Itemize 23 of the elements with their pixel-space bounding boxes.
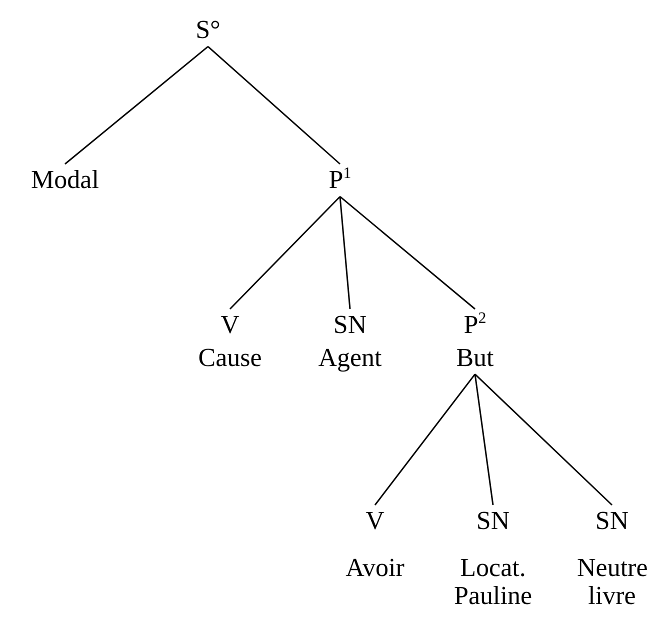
category-label: SN xyxy=(333,311,367,340)
category-label: P$^{1}$ xyxy=(328,166,352,195)
category-label: SN xyxy=(476,507,510,536)
category-label: Modal xyxy=(31,166,99,195)
category-label: P$^{2}$ xyxy=(464,311,486,340)
tree-branch xyxy=(474,374,494,506)
role-label: But xyxy=(456,344,494,372)
tree-branch xyxy=(340,196,476,310)
tree-branch xyxy=(374,374,476,506)
tree-branch xyxy=(339,196,351,310)
tree-branch xyxy=(229,196,341,310)
role-label: Neutre livre xyxy=(577,554,647,611)
tree-branch xyxy=(208,46,340,165)
category-label: V xyxy=(220,311,240,340)
role-label: Agent xyxy=(318,344,382,372)
role-label: Avoir xyxy=(346,554,404,582)
tree-branch xyxy=(64,46,208,165)
category-label: V xyxy=(366,507,384,536)
tree-branch xyxy=(474,374,613,506)
role-label: Locat. Pauline xyxy=(453,554,533,611)
category-label: SN xyxy=(595,507,629,536)
category-label: S° xyxy=(196,16,220,45)
role-label: Cause xyxy=(198,344,262,372)
